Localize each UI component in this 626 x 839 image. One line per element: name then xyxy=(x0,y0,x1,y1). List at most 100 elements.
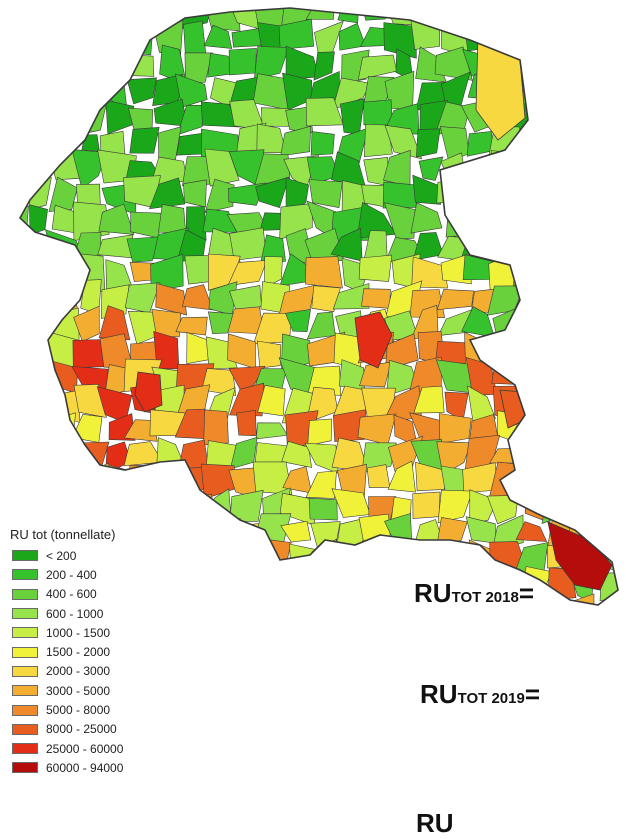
municipality-area xyxy=(366,600,395,629)
municipality-area xyxy=(593,81,626,105)
municipality-area xyxy=(596,415,626,444)
municipality-area xyxy=(314,571,343,597)
municipality-area xyxy=(228,542,261,573)
municipality-area xyxy=(127,78,157,104)
municipality-area xyxy=(539,229,569,257)
municipality-area xyxy=(360,566,390,599)
municipality-area xyxy=(367,624,390,651)
municipality-area xyxy=(565,210,601,239)
municipality-area xyxy=(600,386,623,423)
municipality-area xyxy=(498,29,516,52)
municipality-area xyxy=(565,261,603,290)
municipality-area xyxy=(549,263,577,285)
municipality-area xyxy=(419,157,443,181)
municipality-area xyxy=(0,461,30,498)
municipality-area xyxy=(522,444,543,467)
municipality-area xyxy=(99,50,131,84)
municipality-area xyxy=(620,411,626,448)
municipality-area xyxy=(359,255,392,282)
municipality-area xyxy=(437,289,473,309)
municipality-area xyxy=(334,601,371,629)
municipality-area xyxy=(518,51,548,73)
municipality-area xyxy=(592,208,626,238)
municipality-area xyxy=(524,340,549,365)
ru-total-2018: RUTOT 2018= xyxy=(414,578,534,609)
municipality-area xyxy=(256,423,287,439)
municipality-area xyxy=(519,0,552,30)
legend-swatch xyxy=(12,743,38,754)
municipality-area xyxy=(22,257,56,288)
municipality-area xyxy=(125,283,160,313)
municipality-area xyxy=(566,492,597,524)
municipality-area xyxy=(311,522,341,548)
municipality-area xyxy=(358,55,396,80)
municipality-area xyxy=(383,150,410,186)
municipality-area xyxy=(493,0,526,28)
legend-swatch xyxy=(12,608,38,619)
municipality-area xyxy=(106,100,134,134)
municipality-area xyxy=(514,176,552,211)
municipality-area xyxy=(333,622,369,653)
municipality-area xyxy=(185,53,213,83)
legend-label: 3000 - 5000 xyxy=(46,684,110,698)
municipality-area xyxy=(230,228,267,261)
municipality-area xyxy=(22,0,56,28)
municipality-area xyxy=(47,0,84,33)
municipality-area xyxy=(566,283,602,314)
municipality-area xyxy=(487,337,516,368)
municipality-area xyxy=(596,0,626,27)
legend-swatch xyxy=(12,647,38,658)
legend-item: 1000 - 1500 xyxy=(8,623,208,642)
municipality-area xyxy=(260,628,284,657)
municipality-area xyxy=(204,410,229,445)
municipality-area xyxy=(237,410,257,435)
municipality-area xyxy=(618,19,626,54)
municipality-area xyxy=(46,47,79,78)
municipality-area xyxy=(385,545,413,570)
legend-swatch xyxy=(12,666,38,677)
municipality-area xyxy=(281,594,318,627)
municipality-area xyxy=(513,257,548,285)
legend-label: 25000 - 60000 xyxy=(46,742,123,756)
legend-label: 600 - 1000 xyxy=(46,607,103,621)
municipality-area xyxy=(618,306,626,343)
municipality-area xyxy=(361,549,394,579)
municipality-area xyxy=(568,336,605,370)
municipality-area xyxy=(591,175,626,209)
municipality-area xyxy=(22,101,48,127)
municipality-area xyxy=(227,618,261,656)
municipality-area xyxy=(413,543,448,574)
municipality-area xyxy=(593,124,625,160)
municipality-area xyxy=(463,155,497,188)
municipality-area xyxy=(463,176,497,215)
municipality-area xyxy=(130,127,159,153)
ru-total-2019-sub: TOT 2019 xyxy=(458,690,525,707)
municipality-area xyxy=(596,314,625,344)
municipality-area xyxy=(541,71,569,107)
municipality-area xyxy=(599,491,626,526)
municipality-area xyxy=(544,439,578,464)
municipality-area xyxy=(592,365,621,394)
legend-swatch xyxy=(12,627,38,638)
municipality-area xyxy=(592,27,625,54)
municipality-area xyxy=(566,51,602,81)
municipality-area xyxy=(445,551,473,570)
municipality-area xyxy=(515,206,545,240)
municipality-area xyxy=(238,567,261,602)
legend-label: 400 - 600 xyxy=(46,587,97,601)
legend-label: 60000 - 94000 xyxy=(46,761,123,775)
municipality-area xyxy=(31,359,54,388)
municipality-area xyxy=(0,104,21,132)
municipality-area xyxy=(568,359,605,397)
municipality-area xyxy=(152,465,182,497)
municipality-area xyxy=(439,0,469,27)
legend-swatch xyxy=(12,705,38,716)
municipality-area xyxy=(620,287,626,316)
municipality-area xyxy=(573,181,592,207)
municipality-area xyxy=(51,489,79,521)
municipality-area xyxy=(544,280,574,314)
municipality-area xyxy=(619,103,626,132)
legend-swatch xyxy=(12,589,38,600)
municipality-area xyxy=(342,570,365,604)
